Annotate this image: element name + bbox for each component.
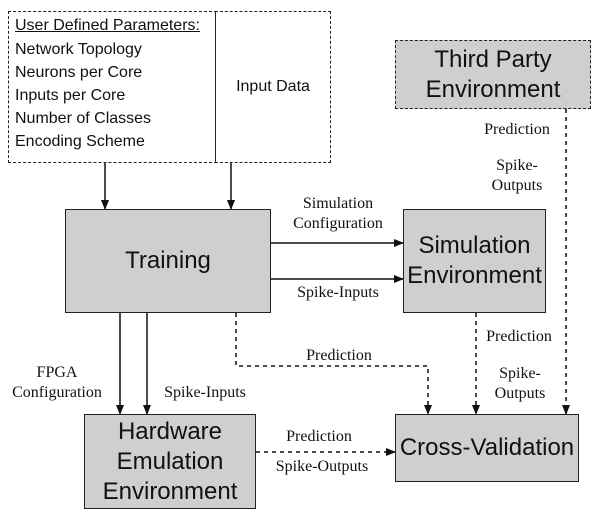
label-spike-outputs-hw: Spike-Outputs	[275, 458, 369, 475]
param-inputs-per-core: Inputs per Core	[15, 87, 126, 104]
input-data-box: Input Data	[215, 11, 331, 163]
param-network-topology: Network Topology	[15, 41, 142, 58]
label-prediction-third: Prediction	[484, 121, 550, 138]
label-spike-outputs-third: Spike-Outputs	[491, 157, 543, 194]
hardware-box: Hardware Emulation Environment	[84, 414, 256, 509]
label-prediction-hw: Prediction	[286, 428, 352, 445]
input-data-label: Input Data	[236, 78, 310, 95]
label-spike-inputs-hw: Spike-Inputs	[164, 384, 246, 401]
hardware-label: Hardware Emulation Environment	[102, 417, 238, 505]
label-prediction-sim: Prediction	[486, 328, 552, 345]
label-spike-inputs-sim: Spike-Inputs	[297, 284, 379, 301]
label-sim-config: Simulation Configuration	[293, 195, 383, 232]
training-label: Training	[125, 247, 211, 274]
arrow-training-prediction	[235, 313, 432, 415]
cross-validation-label: Cross-Validation	[399, 434, 575, 461]
parameters-box: User Defined Parameters: Network Topolog…	[8, 11, 217, 163]
label-spike-outputs-sim: Spike-Outputs	[494, 365, 546, 402]
param-encoding-scheme: Encoding Scheme	[15, 133, 145, 150]
parameters-header: User Defined Parameters:	[15, 17, 200, 34]
simulation-label: Simulation Environment	[407, 232, 542, 289]
cross-validation-box: Cross-Validation	[395, 414, 579, 482]
simulation-box: Simulation Environment	[403, 209, 546, 313]
training-box: Training	[65, 209, 271, 313]
param-neurons-per-core: Neurons per Core	[15, 64, 143, 81]
third-party-box: Third Party Environment	[395, 40, 591, 109]
label-prediction-training: Prediction	[306, 347, 372, 364]
param-number-of-classes: Number of Classes	[15, 110, 152, 127]
label-fpga-config: FPGA Configuration	[12, 364, 102, 401]
third-party-label: Third Party Environment	[425, 45, 561, 103]
